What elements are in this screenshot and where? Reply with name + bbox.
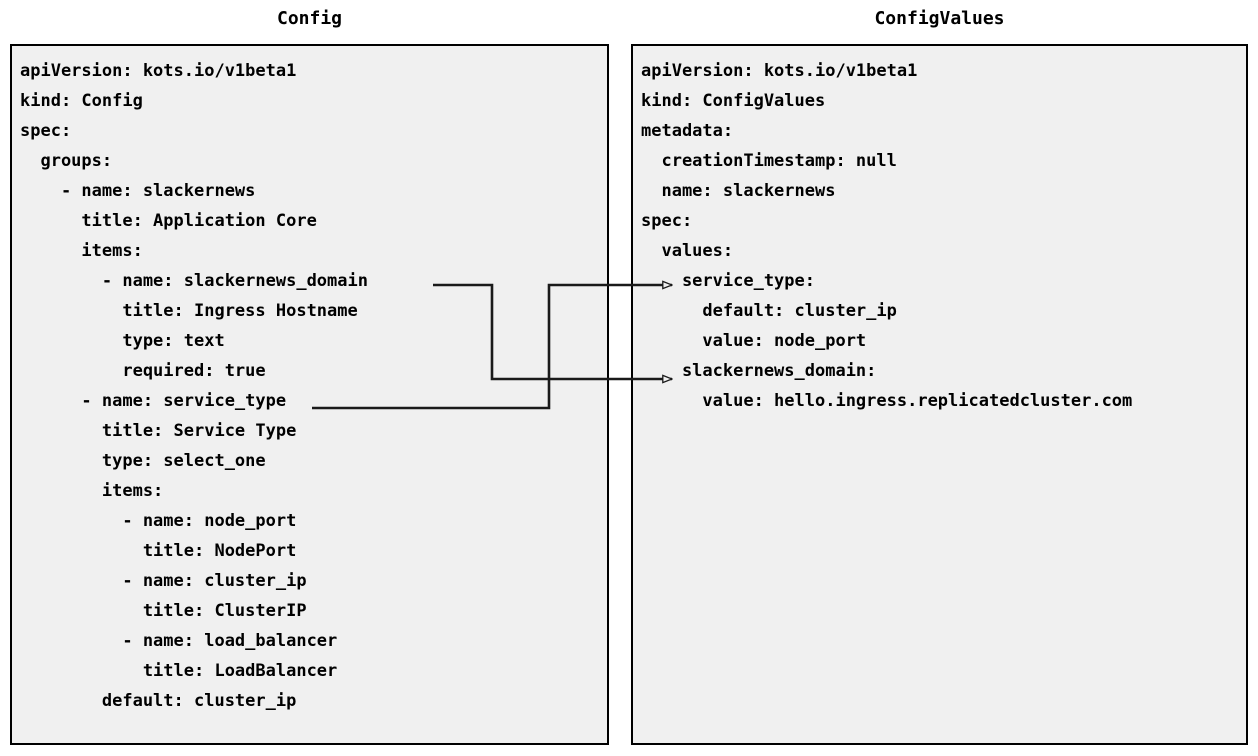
panels.config.lines-line: kind: Config <box>20 91 143 111</box>
panels.config.lines-line: spec: <box>20 121 72 141</box>
panels.configvalues.lines-line: apiVersion: kots.io/v1beta1 <box>641 61 918 81</box>
panels.configvalues.lines-line: metadata: <box>641 121 734 141</box>
panels.config.lines-line: - name: service_type <box>20 391 287 411</box>
config-panel-title: Config <box>276 8 343 29</box>
panels.config.lines-line: - name: slackernews_domain <box>20 271 368 291</box>
config-panel-box: apiVersion: kots.io/v1beta1 kind: Config s… <box>10 44 609 745</box>
panels.configvalues.lines-line: creationTimestamp: null <box>641 151 897 171</box>
panels.configvalues.lines-line: value: hello.ingress.replicatedcluster.c… <box>641 391 1133 411</box>
panels.config.lines-line: items: <box>20 481 164 501</box>
panels.config.lines-line: type: select_one <box>20 451 266 471</box>
panels.configvalues.lines-line: values: <box>641 241 734 261</box>
panels.config.lines-line: required: true <box>20 361 266 381</box>
panels.configvalues.lines-line: slackernews_domain: <box>641 361 877 381</box>
panels.config.lines-line: title: Service Type <box>20 421 297 441</box>
panels.configvalues.lines-line: spec: <box>641 211 693 231</box>
panels.config.lines-line: title: Application Core <box>20 211 317 231</box>
panels.config.lines-line: title: ClusterIP <box>20 601 307 621</box>
panels.configvalues.lines-line: default: cluster_ip <box>641 301 897 321</box>
panels.config.lines-line: title: NodePort <box>20 541 297 561</box>
panels.configvalues.lines-line: service_type: <box>641 271 815 291</box>
panels.config.lines-line: default: cluster_ip <box>20 691 297 711</box>
panels.config.lines-line: - name: load_balancer <box>20 631 338 651</box>
panels.config.lines-line: title: Ingress Hostname <box>20 301 358 321</box>
panels.configvalues.lines-line: value: node_port <box>641 331 867 351</box>
panels.config.lines-line: items: <box>20 241 143 261</box>
panels.config.lines-line: groups: <box>20 151 113 171</box>
panels.config.lines-line: - name: node_port <box>20 511 297 531</box>
panels.config.lines-line: - name: slackernews <box>20 181 256 201</box>
panels.configvalues.lines-line: name: slackernews <box>641 181 836 201</box>
configvalues-yaml-block: apiVersion: kots.io/v1beta1 kind: ConfigV… <box>633 46 1246 416</box>
panels.config.lines-line: apiVersion: kots.io/v1beta1 <box>20 61 297 81</box>
panels.config.lines-line: - name: cluster_ip <box>20 571 307 591</box>
config-yaml-block: apiVersion: kots.io/v1beta1 kind: Config s… <box>12 46 607 716</box>
configvalues-panel-box: apiVersion: kots.io/v1beta1 kind: ConfigV… <box>631 44 1248 745</box>
panels.config.lines-line: title: LoadBalancer <box>20 661 338 681</box>
panels.configvalues.lines-line: kind: ConfigValues <box>641 91 826 111</box>
configvalues-panel-title: ConfigValues <box>874 8 1005 29</box>
panels.config.lines-line: type: text <box>20 331 225 351</box>
